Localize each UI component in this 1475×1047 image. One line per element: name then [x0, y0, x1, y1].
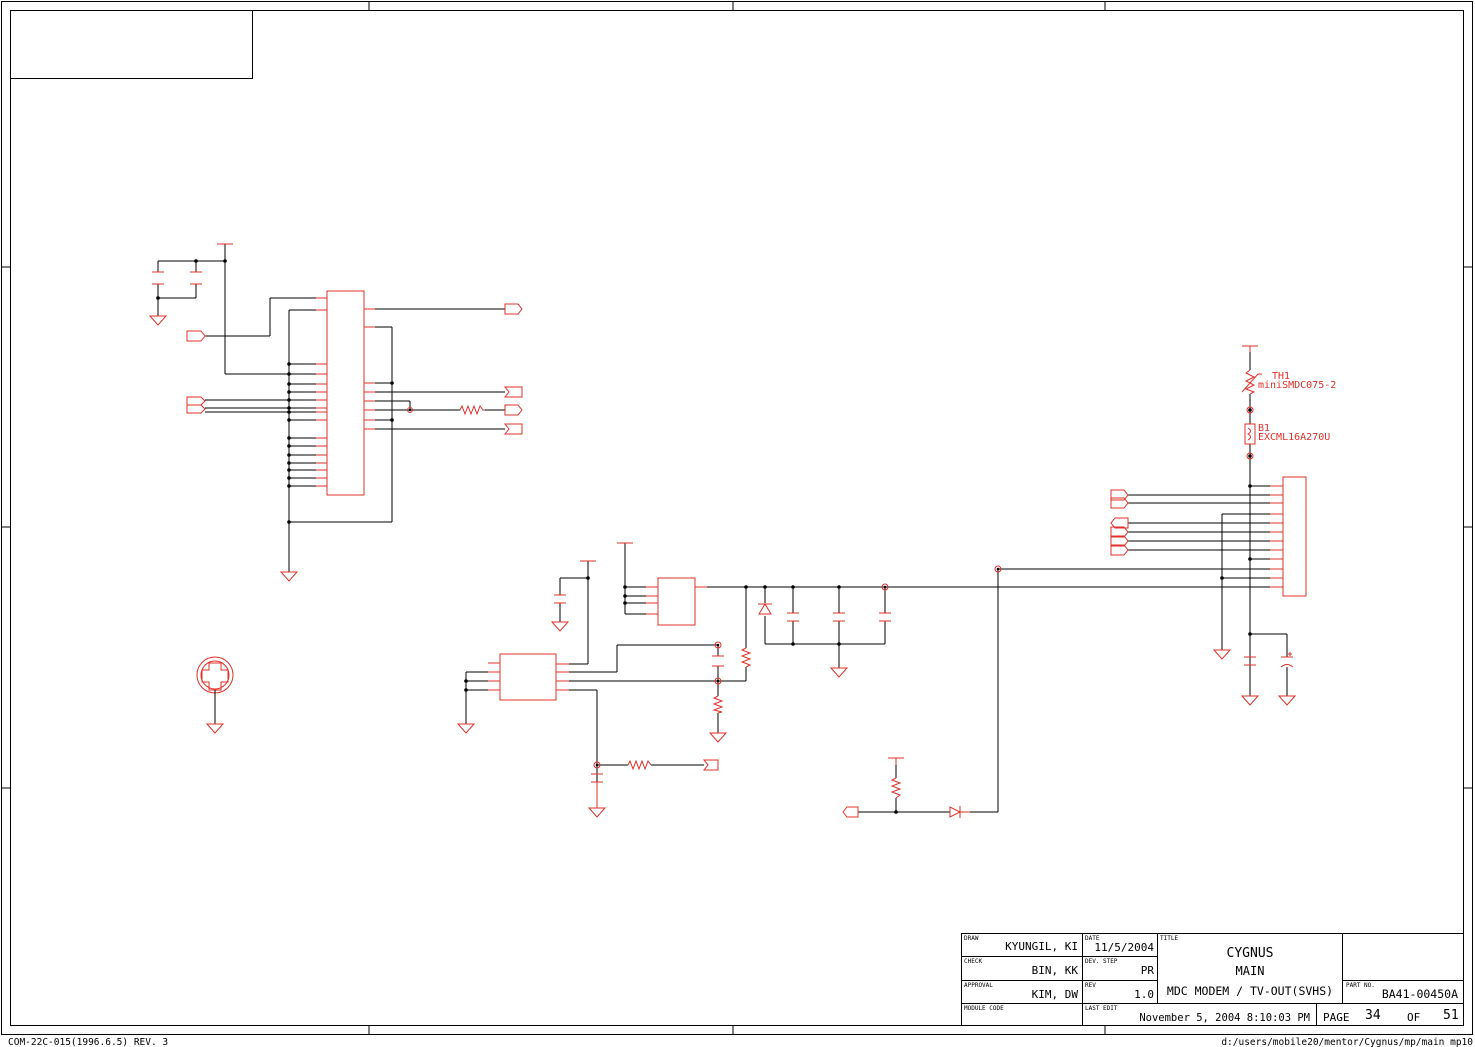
- check-caption: CHECK: [964, 958, 982, 965]
- title-line-3: MDC MODEM / TV-OUT(SVHS): [1167, 984, 1333, 998]
- last-edit-value: November 5, 2004 8:10:03 PM: [1139, 1012, 1310, 1024]
- th1-part-label: miniSMDC075-2: [1258, 380, 1336, 391]
- connector-right-symbols: [1110, 345, 1307, 706]
- b1-part-label: EXCML16A270U: [1258, 432, 1330, 443]
- last-edit-caption: LAST EDIT: [1085, 1005, 1118, 1012]
- dev-step-caption: DEV. STEP: [1085, 958, 1118, 965]
- date-value: 11/5/2004: [1094, 941, 1154, 954]
- mounting-hole: [196, 656, 234, 734]
- title-line-1: CYGNUS: [1227, 946, 1274, 961]
- regulator-symbols: [456, 542, 1002, 818]
- draw-caption: DRAW: [964, 935, 979, 942]
- check-value: BIN, KK: [1032, 964, 1079, 977]
- draw-value: KYUNGIL, KI: [1005, 940, 1078, 953]
- junction-dots-left: [156, 259, 413, 524]
- part-no-caption: PART NO.: [1346, 982, 1375, 989]
- page-total: 51: [1443, 1008, 1459, 1023]
- title-block: DRAW KYUNGIL, KI CHECK BIN, KK APPROVAL …: [961, 933, 1464, 1026]
- title-line-2: MAIN: [1236, 964, 1265, 978]
- connector-circuit-right: [1128, 352, 1288, 696]
- title-caption: TITLE: [1160, 935, 1178, 942]
- regulator-circuit: [465, 543, 1270, 813]
- rev-value: 1.0: [1134, 988, 1154, 1001]
- file-path: d:/users/mobile20/mentor/Cygnus/mp/main_…: [1221, 1037, 1473, 1047]
- junction-dots-middle: [464, 567, 1000, 814]
- page-caption: PAGE: [1323, 1011, 1350, 1024]
- connector-left-symbols: [148, 243, 523, 582]
- dev-step-value: PR: [1141, 964, 1155, 977]
- th1-ref-label: TH1: [1272, 371, 1290, 382]
- part-no-value: BA41-00450A: [1382, 987, 1458, 1001]
- junction-dots-right: [1220, 408, 1252, 636]
- approval-caption: APPROVAL: [964, 982, 993, 989]
- approval-value: KIM, DW: [1032, 988, 1079, 1001]
- b1-ref-label: B1: [1258, 423, 1270, 434]
- page-number: 34: [1365, 1008, 1381, 1023]
- rev-caption: REV: [1085, 982, 1096, 989]
- form-id: COM-22C-015(1996.6.5) REV. 3: [8, 1037, 168, 1047]
- module-code-caption: MODULE CODE: [964, 1005, 1004, 1012]
- date-caption: DATE: [1085, 935, 1100, 942]
- of-caption: OF: [1407, 1011, 1420, 1024]
- connector-circuit-left: [157, 244, 505, 572]
